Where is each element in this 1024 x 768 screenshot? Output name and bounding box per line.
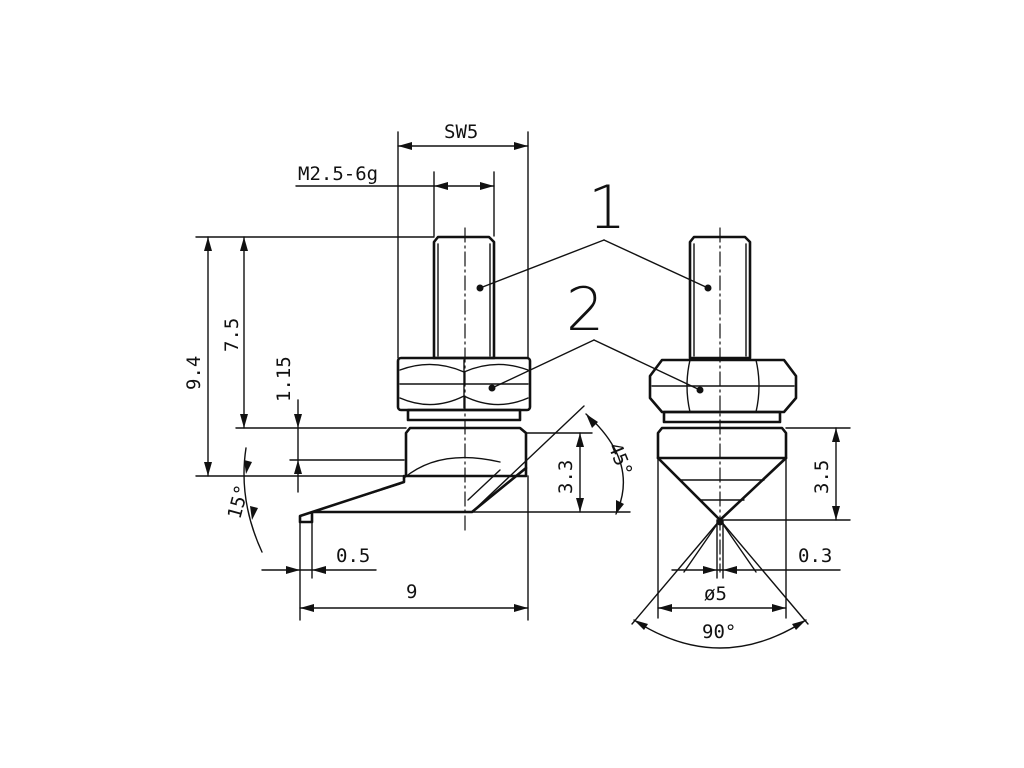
dim-thread-label: M2.5-6g bbox=[298, 163, 378, 185]
dim-90deg-label: 90° bbox=[702, 621, 736, 643]
dim-diameter-label: ø5 bbox=[704, 583, 727, 605]
dim-1-15-label: 1.15 bbox=[273, 356, 295, 402]
dim-9-label: 9 bbox=[406, 581, 417, 603]
left-probe bbox=[298, 227, 585, 535]
callout-part-2: 2 bbox=[566, 275, 604, 345]
dim-9-4-label: 9.4 bbox=[183, 356, 205, 390]
dimension-lines bbox=[195, 131, 851, 649]
right-probe bbox=[631, 227, 809, 625]
dim-3-3-label: 3.3 bbox=[555, 460, 577, 494]
dim-0-5-label: 0.5 bbox=[336, 545, 370, 567]
dim-3-5-label: 3.5 bbox=[811, 460, 833, 494]
dim-sw5-label: SW5 bbox=[444, 121, 478, 143]
dim-0-3-label: 0.3 bbox=[798, 545, 832, 567]
callout-part-1: 1 bbox=[588, 173, 626, 243]
dim-7-5-label: 7.5 bbox=[221, 318, 243, 352]
callout-leaders bbox=[476, 239, 724, 526]
dim-45deg-label: 45° bbox=[603, 440, 636, 480]
